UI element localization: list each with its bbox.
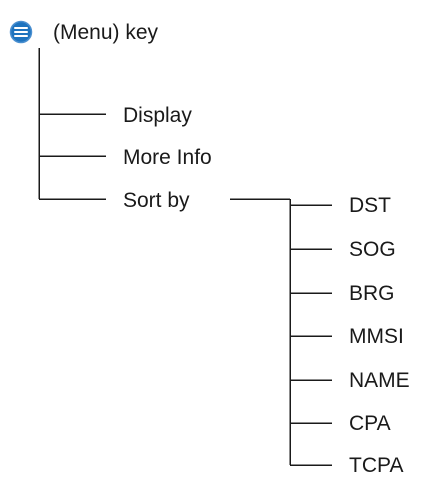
sort-option-mmsi: MMSI bbox=[349, 325, 404, 348]
sort-option-brg: BRG bbox=[349, 282, 395, 305]
sort-option-tcpa: TCPA bbox=[349, 454, 403, 477]
menu-item-sort-by: Sort by bbox=[123, 189, 190, 212]
root-label: (Menu) key bbox=[53, 21, 159, 44]
sort-option-name: NAME bbox=[349, 369, 410, 392]
menu-item-more-info: More Info bbox=[123, 146, 212, 169]
sort-option-dst: DST bbox=[349, 194, 391, 217]
menu-item-display: Display bbox=[123, 104, 192, 127]
sort-option-cpa: CPA bbox=[349, 412, 391, 435]
sort-option-sog: SOG bbox=[349, 238, 396, 261]
menu-icon bbox=[9, 20, 33, 44]
